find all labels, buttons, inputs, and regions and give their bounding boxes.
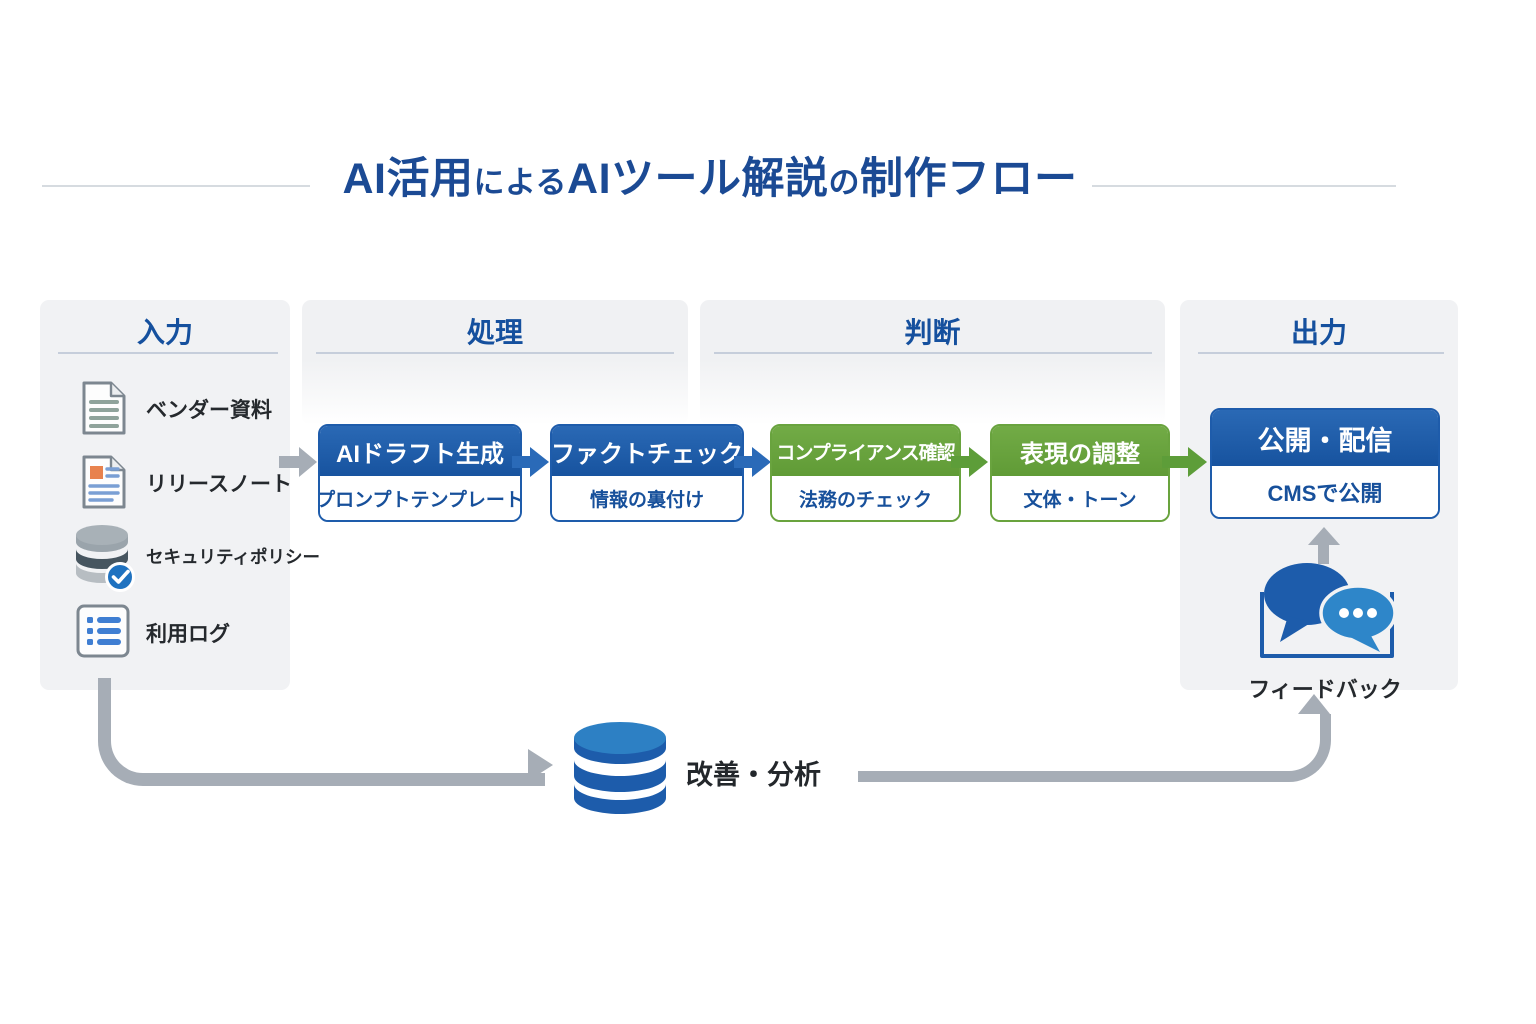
step-subtitle: 法務のチェック xyxy=(772,476,959,520)
publish-subtitle: CMSで公開 xyxy=(1212,466,1438,517)
step-subtitle: 文体・トーン xyxy=(992,476,1168,520)
step-subtitle: 情報の裏付け xyxy=(552,476,742,520)
usage-log-list-icon xyxy=(74,602,132,665)
judgment-header-underline xyxy=(714,352,1152,354)
step-arrow xyxy=(512,447,549,477)
loop-path-right xyxy=(858,714,1331,782)
feedback-to-publish-arrow-shaft xyxy=(1318,544,1329,564)
input-header: 入力 xyxy=(136,317,193,348)
input-item-label: リリースノート xyxy=(146,473,292,496)
publish-box: 公開・配信 CMSで公開 xyxy=(1210,408,1440,519)
output-header: 出力 xyxy=(1290,317,1347,348)
title-seg: の xyxy=(828,165,861,200)
improvement-analysis-label: 改善・分析 xyxy=(686,760,821,790)
process-panel xyxy=(302,300,688,425)
title-seg: 制作フロー xyxy=(860,155,1078,203)
input-item-label: 利用ログ xyxy=(146,623,230,646)
feedback-chat-bubbles-icon xyxy=(1250,556,1404,669)
step-title: コンプライアンス確認 xyxy=(772,426,959,476)
step-ai-draft: AIドラフト生成 プロンプトテンプレート xyxy=(318,424,522,522)
output-header-underline xyxy=(1198,352,1444,354)
feedback-to-publish-arrow xyxy=(1308,527,1340,545)
step-arrow xyxy=(734,447,771,477)
judgment-to-output-arrow xyxy=(1162,447,1207,477)
publish-title: 公開・配信 xyxy=(1212,410,1438,466)
page-title: AI活用によるAIツール解説の制作フロー xyxy=(320,150,1100,218)
document-lines-icon xyxy=(74,378,132,443)
release-note-icon xyxy=(74,452,132,517)
title-divider-right xyxy=(1092,185,1396,187)
step-title: ファクトチェック xyxy=(552,426,742,476)
step-title: 表現の調整 xyxy=(992,426,1168,476)
process-header-underline xyxy=(316,352,674,354)
judgment-header: 判断 xyxy=(904,317,961,348)
step-fact-check: ファクトチェック 情報の裏付け xyxy=(550,424,744,522)
step-expression: 表現の調整 文体・トーン xyxy=(990,424,1170,522)
input-item-label: ベンダー資料 xyxy=(146,399,272,422)
step-title: AIドラフト生成 xyxy=(320,426,520,476)
loop-arrow-to-database xyxy=(528,749,553,781)
input-item-label: セキュリティポリシー xyxy=(146,547,320,567)
step-subtitle: プロンプトテンプレート xyxy=(320,476,520,520)
step-compliance: コンプライアンス確認 法務のチェック xyxy=(770,424,961,522)
process-header: 処理 xyxy=(466,317,523,348)
analytics-database-icon xyxy=(570,718,670,823)
title-divider-left xyxy=(42,185,310,187)
title-seg: AI活用 xyxy=(342,155,474,203)
title-seg: AIツール解説 xyxy=(567,155,829,203)
database-check-icon xyxy=(72,522,138,599)
input-to-process-arrow xyxy=(279,447,317,477)
loop-path-left xyxy=(98,678,545,786)
input-header-underline xyxy=(58,352,278,354)
step-arrow xyxy=(951,447,988,477)
judgment-panel xyxy=(700,300,1165,425)
loop-arrow-to-feedback xyxy=(1298,694,1330,714)
title-seg: による xyxy=(473,165,568,200)
